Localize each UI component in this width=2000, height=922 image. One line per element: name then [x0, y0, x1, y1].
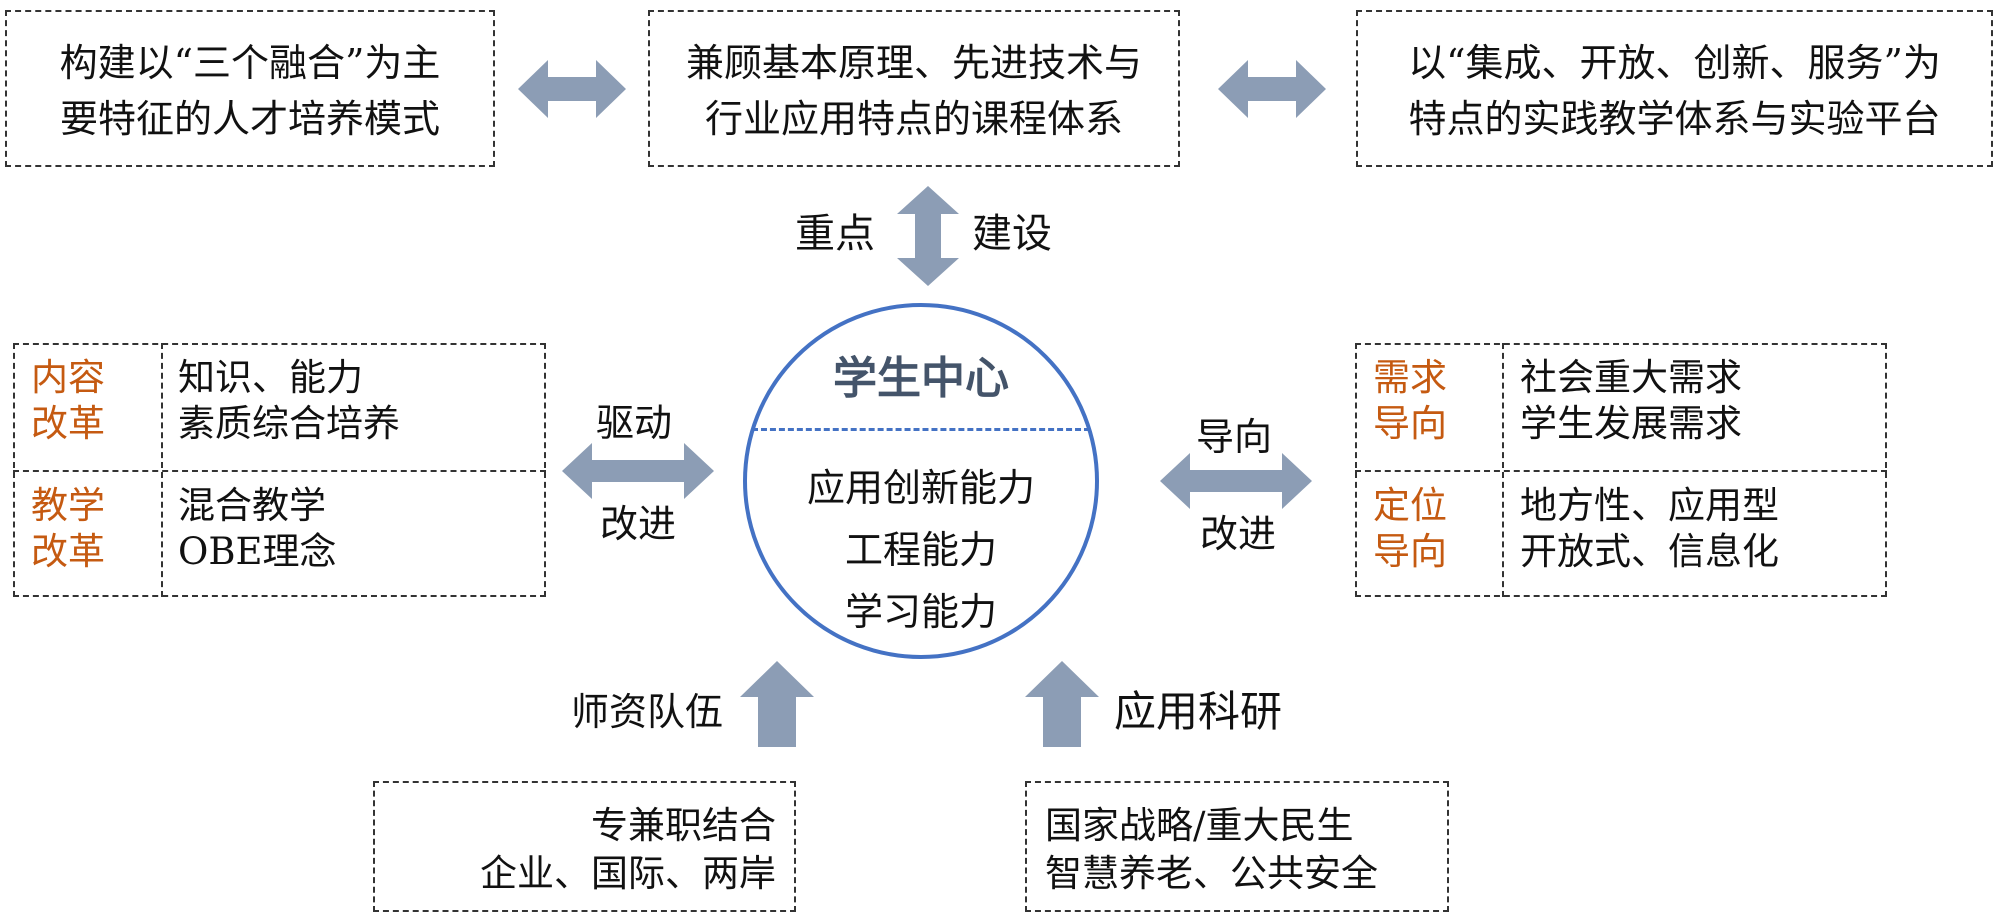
top-link-label-right: 建设: [972, 211, 1052, 257]
left-row1-item1: 知识、能力: [178, 356, 363, 399]
left-row1-head2: 改革: [31, 402, 105, 445]
research-line2: 智慧养老、公共安全: [1045, 852, 1378, 895]
left-row2-head1: 教学: [31, 484, 105, 527]
left-row1-item2: 素质综合培养: [178, 402, 400, 445]
research-line1: 国家战略/重大民生: [1045, 804, 1354, 847]
top-link-label-left: 重点: [795, 211, 875, 257]
circle-divider: [752, 428, 1090, 431]
left-row1-head1: 内容: [31, 356, 105, 399]
faculty-box: 专兼职结合 企业、国际、两岸: [373, 781, 796, 912]
ability-engineering: 工程能力: [844, 528, 997, 572]
right-row1-item1: 社会重大需求: [1520, 356, 1742, 399]
student-center-title: 学生中心: [833, 353, 1009, 404]
top-box-practice-platform: 以“集成、开放、创新、服务”为 特点的实践教学体系与实验平台: [1356, 10, 1993, 167]
top-right-double-arrow: [1218, 60, 1326, 118]
right-row2-head1: 定位: [1373, 484, 1447, 527]
right-row2-item2: 开放式、信息化: [1520, 530, 1779, 573]
research-box: 国家战略/重大民生 智慧养老、公共安全: [1025, 781, 1449, 912]
research-label: 应用科研: [1114, 687, 1283, 736]
top-left-double-arrow: [518, 60, 626, 118]
right-row2-head2: 导向: [1373, 530, 1447, 573]
top-box-practice-platform-line1: 以“集成、开放、创新、服务”为: [1408, 41, 1941, 85]
left-table-row-divider: [13, 470, 546, 472]
left-row2-item2: OBE理念: [178, 530, 337, 573]
top-box-curriculum-line2: 行业应用特点的课程体系: [704, 97, 1123, 141]
top-box-practice-platform-line2: 特点的实践教学体系与实验平台: [1408, 97, 1941, 141]
right-row1-item2: 学生发展需求: [1520, 402, 1742, 445]
faculty-line1: 专兼职结合: [591, 804, 776, 847]
right-double-arrow: [1160, 453, 1312, 509]
left-row2-item1: 混合教学: [178, 484, 326, 527]
right-row2-item1: 地方性、应用型: [1520, 484, 1779, 527]
faculty-label: 师资队伍: [571, 690, 724, 734]
right-row1-head2: 导向: [1373, 402, 1447, 445]
right-link-label-bottom: 改进: [1200, 512, 1277, 556]
faculty-up-arrow: [740, 661, 814, 747]
top-box-curriculum: 兼顾基本原理、先进技术与 行业应用特点的课程体系: [648, 10, 1180, 167]
top-box-training-mode: 构建以“三个融合”为主 要特征的人才培养模式: [5, 10, 495, 167]
left-link-label-top: 驱动: [596, 401, 673, 445]
research-up-arrow: [1025, 661, 1099, 747]
right-table-row-divider: [1355, 470, 1887, 472]
ability-innovation: 应用创新能力: [806, 466, 1035, 510]
student-center-circle: [743, 303, 1099, 659]
ability-learning: 学习能力: [844, 590, 997, 634]
center-top-double-arrow: [897, 186, 959, 286]
right-link-label-top: 导向: [1196, 415, 1273, 459]
top-box-training-mode-line2: 要特征的人才培养模式: [59, 97, 440, 141]
right-row1-head1: 需求: [1373, 356, 1447, 399]
left-double-arrow: [562, 443, 714, 499]
left-row2-head2: 改革: [31, 530, 105, 573]
top-box-curriculum-line1: 兼顾基本原理、先进技术与: [685, 41, 1142, 85]
faculty-line2: 企业、国际、两岸: [480, 852, 776, 895]
left-link-label-bottom: 改进: [600, 502, 677, 546]
top-box-training-mode-line1: 构建以“三个融合”为主: [59, 41, 441, 85]
